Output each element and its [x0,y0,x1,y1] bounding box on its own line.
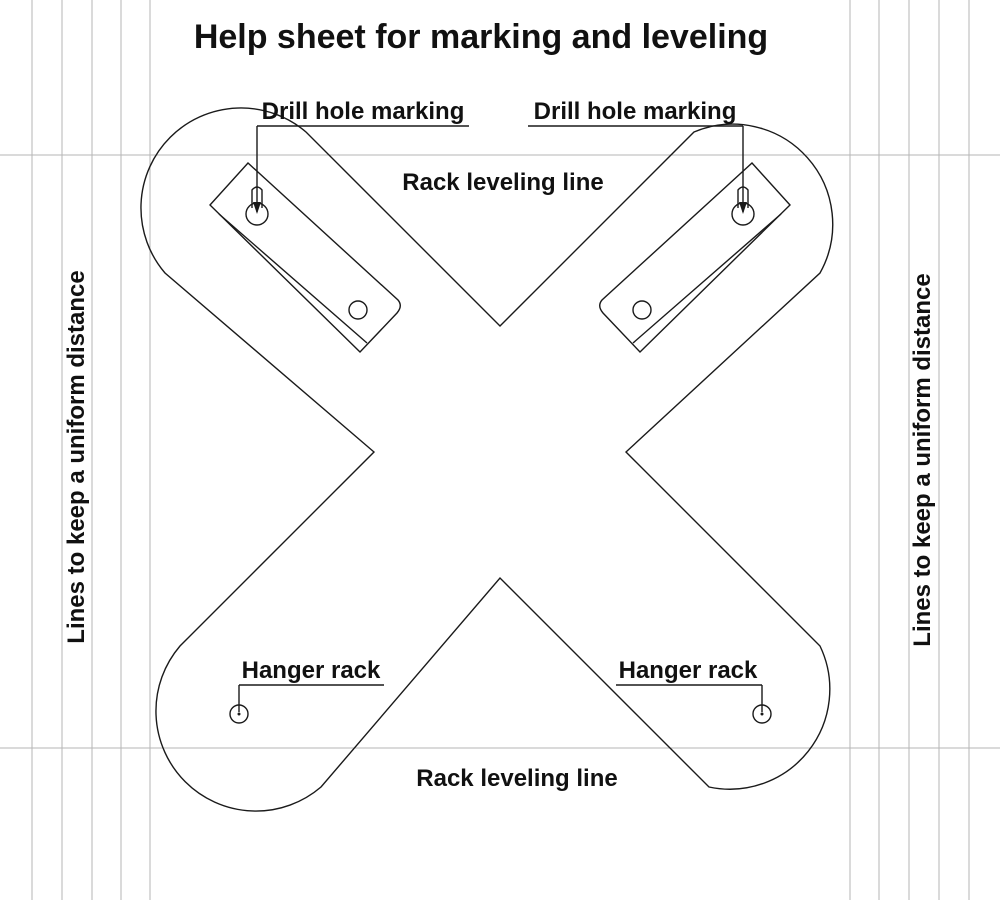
top-right-bracket-hole [632,300,652,320]
drill-hole-right-leader [528,125,747,214]
drill-hole-right-label: Drill hole marking [534,98,737,125]
hanger-rack-right-label: Hanger rack [619,657,758,684]
rack-leveling-top-label: Rack leveling line [402,169,603,196]
left-distance-guide-lines [31,0,151,900]
right-distance-guide-lines [849,0,970,900]
drill-hole-left-leader [253,125,469,214]
uniform-distance-left-label: Lines to keep a uniform distance [63,270,90,643]
rack-leveling-bottom-label: Rack leveling line [416,765,617,792]
top-left-bracket-hole [348,300,368,320]
top-right-mounting-bracket [599,162,791,353]
x-rack-outline [140,107,834,812]
uniform-distance-right-label: Lines to keep a uniform distance [909,273,936,646]
drill-hole-left-label: Drill hole marking [262,98,465,125]
top-left-mounting-bracket [209,162,401,353]
sheet-title: Help sheet for marking and leveling [194,18,768,56]
hanger-rack-left-label: Hanger rack [242,657,381,684]
hanger-rack-right-leader [616,684,763,712]
hanger-rack-left-leader [238,684,384,712]
